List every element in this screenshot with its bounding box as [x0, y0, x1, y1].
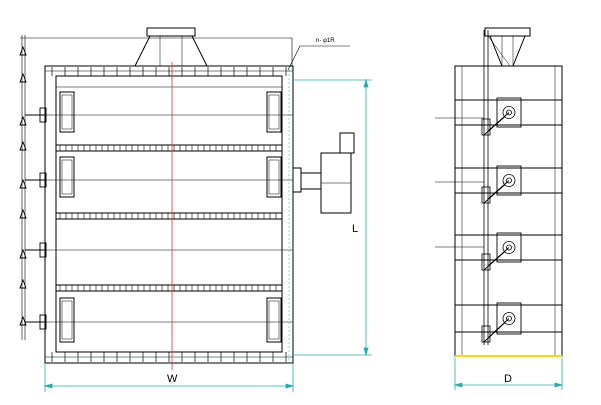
side-dimensions	[453, 358, 564, 390]
louver-blade	[56, 144, 282, 152]
length-label: L	[352, 223, 358, 235]
width-label: W	[167, 373, 178, 385]
actuator	[292, 132, 355, 214]
louver-blade	[56, 284, 282, 292]
side-louver-sections	[454, 97, 563, 343]
depth-label: D	[504, 373, 512, 385]
side-louver	[454, 232, 563, 271]
side-louver	[454, 165, 563, 204]
bearing-blocks	[59, 91, 282, 343]
front-view	[19, 27, 355, 364]
hole-callout	[287, 45, 350, 71]
louver-blade	[56, 212, 282, 220]
linkage-rod	[19, 35, 293, 340]
side-louver	[454, 302, 563, 343]
hole-callout-label: n- φ1R	[316, 38, 335, 44]
outer-frame	[44, 65, 294, 364]
side-louver	[454, 97, 563, 136]
side-leaders	[435, 117, 484, 248]
side-linkage	[483, 30, 511, 345]
side-view	[435, 27, 563, 357]
inlet-hopper	[134, 27, 208, 67]
front-dimensions	[43, 66, 372, 392]
side-hopper	[484, 27, 531, 67]
flange-bolts	[51, 67, 287, 362]
louver-blades	[45, 86, 293, 323]
